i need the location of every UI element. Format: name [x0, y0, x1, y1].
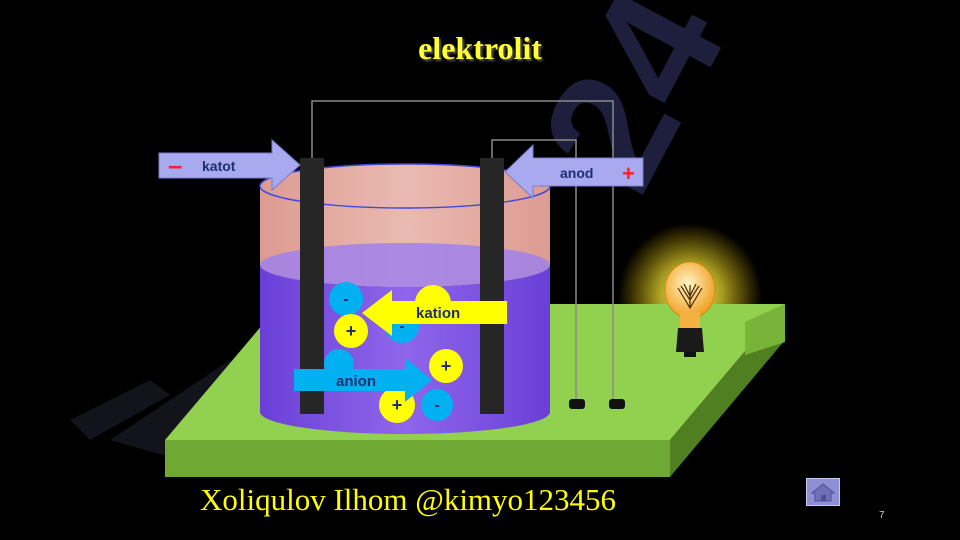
cation-ion: + — [429, 349, 463, 383]
svg-text:+: + — [392, 395, 403, 415]
home-icon — [810, 483, 836, 502]
svg-text:-: - — [399, 318, 404, 335]
svg-text:-: - — [343, 291, 348, 308]
anion-arrow — [294, 358, 432, 402]
bulb-base — [676, 328, 704, 352]
cation-label: kation — [416, 305, 460, 322]
terminal-right — [609, 399, 625, 409]
anion-ion: - — [421, 389, 453, 421]
anode-arrow — [504, 143, 644, 200]
light-bulb — [664, 261, 716, 357]
bulb-neck — [680, 312, 700, 328]
cathode-label: katot — [202, 158, 236, 174]
cathode-sign: – — [168, 150, 182, 180]
wires — [311, 100, 614, 401]
board-front — [165, 440, 670, 477]
cathode-arrow — [158, 138, 301, 192]
ions: - + - + + - — [324, 282, 463, 423]
bulb-base-contact — [684, 352, 696, 357]
terminal-left — [569, 399, 585, 409]
wire-cathode — [311, 100, 614, 401]
anode-electrode — [480, 158, 504, 414]
solution-surface — [260, 243, 550, 287]
anode-label-arrow: anod + — [504, 143, 644, 200]
anode-sign: + — [622, 161, 635, 186]
home-button[interactable] — [806, 478, 840, 506]
page-number: 7 — [879, 510, 885, 521]
wire-anode — [491, 139, 577, 401]
anion-ion: - — [329, 282, 363, 316]
cation-arrow — [362, 290, 507, 336]
svg-text:-: - — [434, 397, 439, 414]
board-edge — [745, 304, 785, 355]
svg-text:+: + — [346, 321, 357, 341]
bulb-filament — [677, 283, 703, 310]
page-title: elektrolit — [418, 30, 542, 66]
anion-movement-arrow: anion — [294, 358, 432, 402]
cation-ion: + — [334, 314, 368, 348]
author-credit: Xoliqulov Ilhom @kimyo123456 — [200, 482, 617, 517]
cation-movement-arrow: kation — [362, 290, 507, 336]
cathode-label-arrow: – katot — [158, 138, 301, 192]
anion-label: anion — [336, 373, 376, 390]
svg-text:+: + — [441, 356, 452, 376]
anode-label: anod — [560, 165, 593, 181]
